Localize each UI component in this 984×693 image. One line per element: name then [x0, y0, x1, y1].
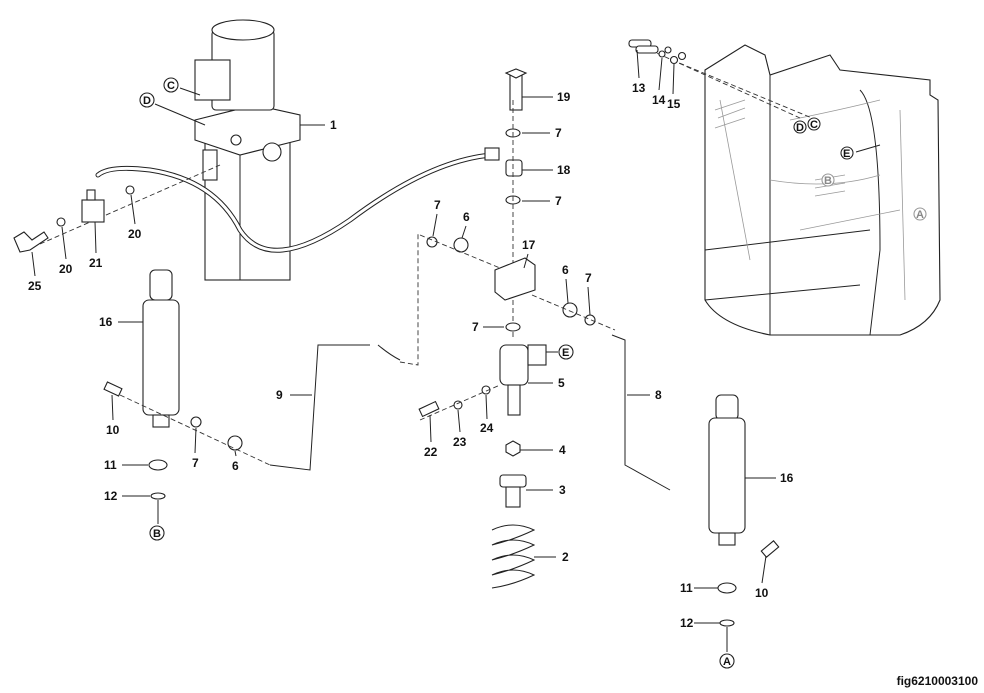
- chassis-frame: [628, 39, 941, 336]
- callout: 3: [559, 483, 566, 497]
- hydraulic-power-unit: [194, 19, 301, 281]
- callout: 1: [330, 118, 337, 132]
- frame-ref-d: D: [796, 122, 804, 134]
- callout: 6: [463, 210, 470, 224]
- callout: 7: [434, 198, 441, 212]
- callout: 20: [128, 227, 142, 241]
- ref-mark-d: D: [143, 95, 151, 107]
- callout: 8: [655, 388, 662, 402]
- callout: 19: [557, 90, 571, 104]
- ref-mark-a: A: [723, 656, 731, 668]
- callout: 24: [480, 421, 494, 435]
- callout: 12: [104, 489, 118, 503]
- callout: 7: [555, 194, 562, 208]
- callout: 10: [106, 423, 120, 437]
- leader-lines: [31, 49, 881, 652]
- frame-ref-b: B: [824, 175, 832, 187]
- callout: 9: [276, 388, 283, 402]
- callout-labels: 1 19 7 18 7 7 6 17 6 7 7 5 9 8 24 23 22 …: [28, 81, 794, 630]
- callout: 13: [632, 81, 646, 95]
- ref-mark-e: E: [562, 347, 569, 359]
- callout: 6: [562, 263, 569, 277]
- figure-id: fig6210003100: [896, 674, 978, 688]
- callout: 7: [585, 271, 592, 285]
- callout: 15: [667, 97, 681, 111]
- callout: 12: [680, 616, 694, 630]
- lift-cylinder-right: [708, 394, 780, 627]
- callout: 7: [472, 320, 479, 334]
- callout: 21: [89, 256, 103, 270]
- spring-2: [491, 524, 536, 589]
- callout: 17: [522, 238, 536, 252]
- frame-ref-e: E: [843, 148, 850, 160]
- callout: 16: [780, 471, 794, 485]
- callout: 18: [557, 163, 571, 177]
- ref-mark-b: B: [153, 528, 161, 540]
- callout: 23: [453, 435, 467, 449]
- callout: 11: [104, 458, 117, 472]
- callout: 16: [99, 315, 113, 329]
- callout: 7: [192, 456, 199, 470]
- callout: 20: [59, 262, 73, 276]
- lift-cylinder-left: [103, 269, 271, 500]
- callout: 22: [424, 445, 438, 459]
- frame-ref-a: A: [916, 209, 924, 221]
- callout: 14: [652, 93, 666, 107]
- callout: 6: [232, 459, 239, 473]
- callout: 10: [755, 586, 769, 600]
- callout: 11: [680, 581, 693, 595]
- frame-ref-c: C: [810, 119, 818, 131]
- fitting-block-21: [13, 185, 135, 253]
- ref-mark-c: C: [167, 80, 175, 92]
- callout: 25: [28, 279, 42, 293]
- callout: 2: [562, 550, 569, 564]
- callout: 7: [555, 126, 562, 140]
- callout: 5: [558, 376, 565, 390]
- callout: 4: [559, 443, 566, 457]
- reference-marks: D C E B A D C E B A: [139, 77, 927, 669]
